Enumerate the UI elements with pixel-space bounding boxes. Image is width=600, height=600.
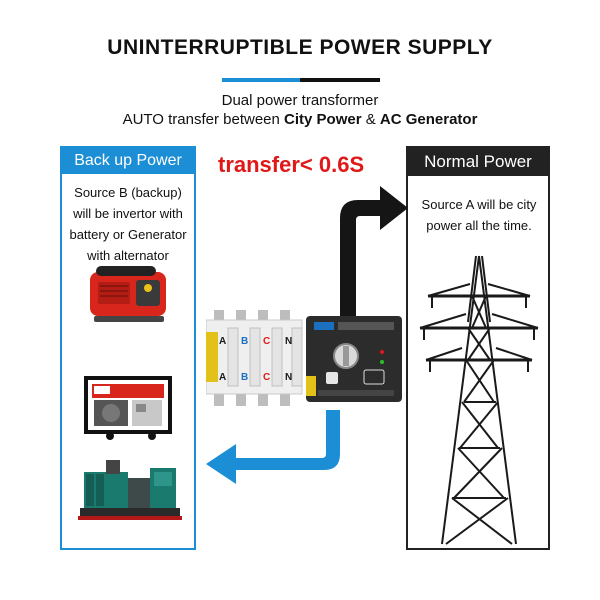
switch-body-icon — [206, 310, 402, 406]
backup-power-panel: Back up Power Source B (backup) will be … — [60, 146, 196, 550]
phase-label-c-bottom: C — [263, 372, 271, 383]
phase-label-a-bottom: A — [219, 372, 227, 383]
page-title: UNINTERRUPTIBLE POWER SUPPLY — [107, 36, 493, 59]
subtitle-prefix: AUTO transfer between — [122, 111, 285, 128]
normal-power-title: Normal Power — [408, 148, 548, 176]
phase-label-n-top: N — [285, 336, 293, 347]
backup-power-description: Source B (backup) will be invertor with … — [69, 185, 187, 263]
normal-power-description: Source A will be city power all the time… — [421, 197, 537, 233]
transfer-switch-device: A B C N A B C N — [206, 306, 408, 410]
framed-generator-icon — [84, 376, 172, 440]
phase-label-c-top: C — [263, 336, 271, 347]
backup-power-title: Back up Power — [62, 148, 194, 174]
normal-power-panel: Normal Power Source A will be city power… — [406, 146, 550, 550]
phase-label-a-top: A — [219, 336, 227, 347]
subtitle-line-2: AUTO transfer between City Power & AC Ge… — [0, 111, 600, 128]
subtitle-ac-generator: AC Generator — [379, 111, 478, 128]
transmission-tower-icon — [419, 255, 539, 545]
diesel-generator-icon — [78, 460, 182, 520]
subtitle-amp: & — [361, 111, 380, 128]
phase-label-b-top: B — [241, 336, 249, 347]
subtitle-line-1: Dual power transformer — [221, 92, 379, 109]
subtitle-city-power: City Power — [284, 111, 362, 128]
to-normal-power-arrow — [340, 186, 408, 320]
inverter-generator-icon — [90, 266, 166, 322]
to-backup-power-arrow — [206, 410, 340, 484]
title-underline-black — [300, 78, 380, 82]
title-underline-blue — [222, 78, 300, 82]
phase-label-n-bottom: N — [285, 372, 293, 383]
phase-label-b-bottom: B — [241, 372, 249, 383]
transfer-time-label: transfer< 0.6S — [218, 152, 365, 177]
